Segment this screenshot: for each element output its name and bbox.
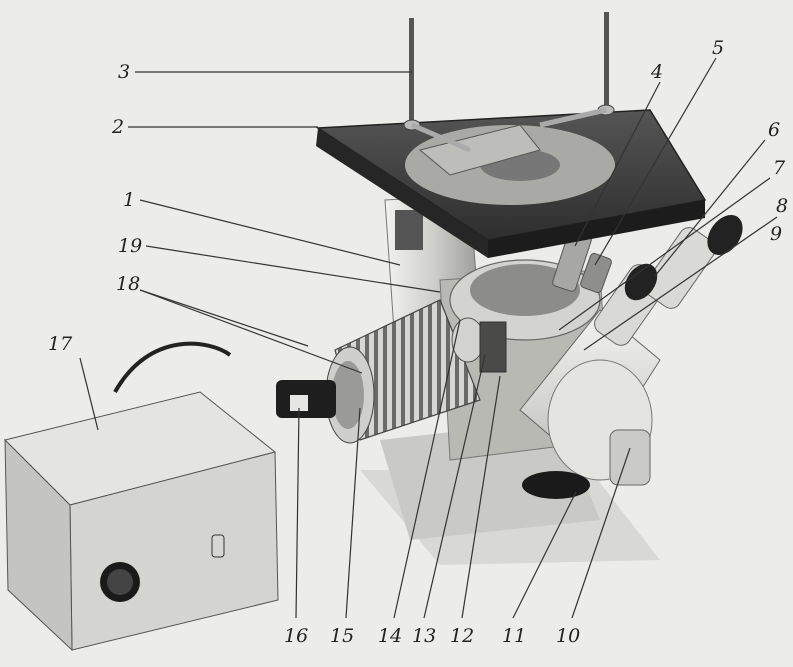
- binocular-head: [519, 215, 743, 486]
- callout-1: 1: [123, 189, 135, 211]
- callout-4: 4: [650, 61, 663, 83]
- leader-lines: [79, 57, 778, 619]
- callout-5: 5: [712, 37, 724, 59]
- objective-turret: [552, 230, 612, 294]
- power-supply: [4, 341, 279, 652]
- callout-2: 2: [111, 116, 124, 138]
- callout-8: 8: [776, 195, 788, 217]
- callout-18: 18: [116, 273, 140, 295]
- focus-knob: [522, 471, 590, 499]
- callout-labels: 1 2 3 4 5 6 7 8 9 10 11 12 13 14 15 16 1…: [48, 37, 788, 647]
- callout-3: 3: [118, 61, 130, 83]
- callout-11: 11: [502, 625, 526, 647]
- callout-9: 9: [770, 223, 782, 245]
- callout-7: 7: [773, 157, 786, 179]
- callout-14: 14: [378, 625, 402, 647]
- callout-16: 16: [284, 625, 308, 647]
- callout-15: 15: [330, 625, 354, 647]
- stage-clamps: [403, 12, 615, 153]
- callout-12: 12: [450, 625, 474, 647]
- callout-13: 13: [412, 625, 436, 647]
- illuminator: [276, 299, 507, 444]
- microscope-base: [360, 420, 660, 565]
- callout-10: 10: [556, 625, 580, 647]
- callout-19: 19: [118, 235, 142, 257]
- callout-6: 6: [768, 119, 780, 141]
- callout-17: 17: [48, 333, 73, 355]
